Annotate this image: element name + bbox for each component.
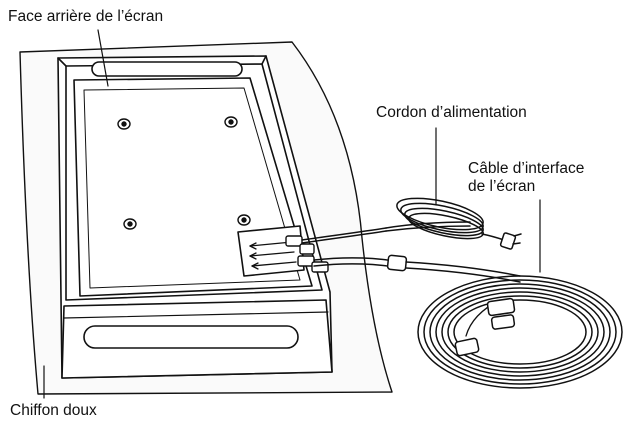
screw-top-right: [224, 116, 238, 128]
screw-bottom-right: [237, 214, 251, 226]
connector-arrows: [249, 241, 297, 270]
label-power-cord: Cordon d’alimentation: [376, 104, 527, 121]
top-handle-slot: [91, 61, 243, 77]
interface-cable: [313, 254, 623, 389]
label-interface-cable-line2: de l’écran: [468, 178, 536, 195]
power-cord: [301, 197, 522, 250]
screw-bottom-left: [123, 218, 137, 230]
screw-top-left: [117, 118, 131, 130]
label-screen-back: Face arrière de l’écran: [8, 8, 164, 25]
connector-panel: [237, 225, 305, 277]
label-interface-cable: Câble d’interface de l’écran: [468, 160, 584, 196]
mounting-screws: [117, 116, 251, 230]
stand-handle-slot: [83, 325, 299, 349]
screen-back-leader: [97, 29, 109, 87]
label-interface-cable-line1: Câble d’interface: [468, 160, 585, 177]
label-soft-cloth: Chiffon doux: [10, 402, 97, 419]
